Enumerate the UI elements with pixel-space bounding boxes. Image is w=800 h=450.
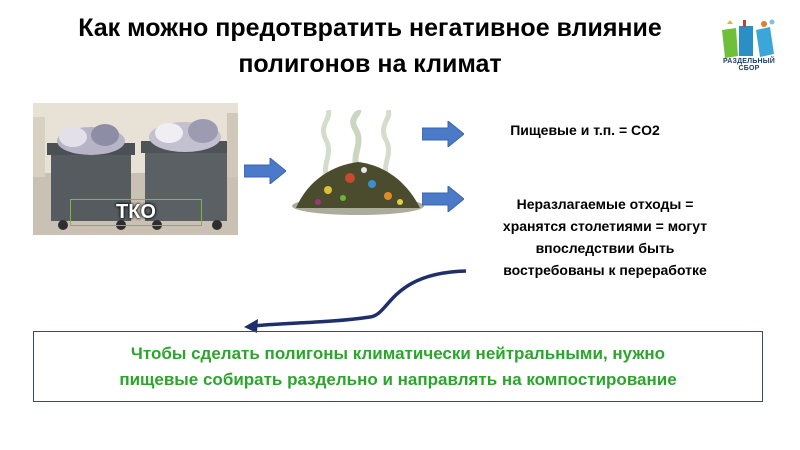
nondeg-line-1: Неразлагаемые отходы =: [516, 196, 694, 212]
recycling-bins-logo: [718, 18, 780, 68]
arrow-right-icon: [244, 158, 286, 184]
conclusion-box: Чтобы сделать полигоны климатически нейт…: [33, 331, 763, 402]
curved-arrow-icon: [244, 269, 467, 333]
nondeg-line-3: впоследствии быть: [535, 240, 675, 256]
logo-caption: РАЗДЕЛЬНЫЙ СБОР: [722, 58, 776, 72]
landfill-illustration: [292, 110, 424, 215]
nondegradable-waste-text: Неразлагаемые отходы = хранятся столетия…: [470, 193, 740, 281]
tko-label: ТКО: [70, 199, 202, 226]
title-line-2: полигонов на климат: [238, 50, 502, 78]
arrow-right-icon: [422, 121, 464, 147]
waste-bins-photo: [33, 103, 238, 235]
conclusion-line-2: пищевые собирать раздельно и направлять …: [119, 369, 677, 389]
nondeg-line-4: востребованы к переработке: [503, 262, 707, 278]
food-waste-text: Пищевые и т.п. = CO2: [510, 122, 660, 138]
slide-title: Как можно предотвратить негативное влиян…: [40, 10, 700, 82]
arrow-right-icon: [422, 186, 464, 212]
title-line-1: Как можно предотвратить негативное влиян…: [78, 14, 662, 42]
conclusion-line-1: Чтобы сделать полигоны климатически нейт…: [130, 343, 666, 363]
nondeg-line-2: хранятся столетиями = могут: [502, 218, 708, 234]
